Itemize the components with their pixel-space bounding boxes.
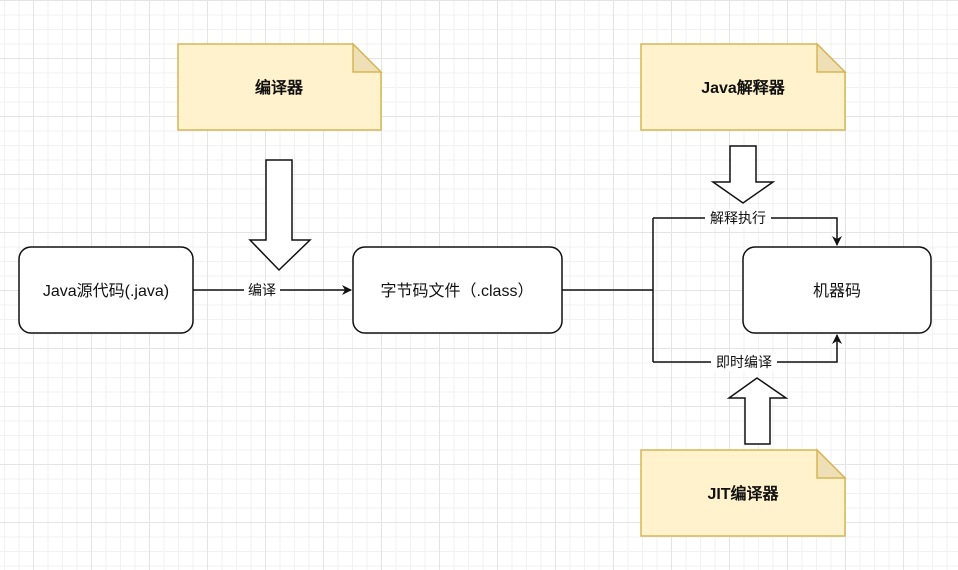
block-arrow-up-jit [726, 377, 789, 445]
note-fold [816, 448, 847, 479]
note-jit[interactable]: JIT编译器 [640, 448, 847, 537]
note-fold [816, 42, 847, 73]
node-bytecode[interactable]: 字节码文件（.class） [352, 246, 563, 334]
note-body [640, 43, 846, 131]
block-arrow-down-interpreter [710, 145, 776, 204]
note-jit-label: JIT编译器 [707, 484, 779, 503]
note-interpreter-label: Java解释器 [701, 78, 786, 97]
edge-jit-compile[interactable]: 即时编译 [653, 334, 842, 371]
node-box [742, 246, 932, 334]
block-arrow-down-compiler [248, 159, 312, 272]
edge-label-bg [244, 281, 280, 299]
note-interpreter[interactable]: Java解释器 [640, 42, 847, 131]
edge-compile-label: 编译 [248, 282, 276, 298]
note-body [177, 43, 382, 131]
note-fold [352, 42, 383, 73]
node-java-source-label: Java源代码(.java) [43, 282, 169, 300]
note-compiler[interactable]: 编译器 [177, 42, 383, 131]
note-body [640, 449, 846, 537]
node-machine-code[interactable]: 机器码 [742, 246, 932, 334]
edge-label-bg [705, 209, 771, 227]
edge-interpret-execute[interactable]: 解释执行 [653, 209, 842, 246]
node-bytecode-label: 字节码文件（.class） [381, 282, 534, 300]
note-compiler-label: 编译器 [255, 78, 304, 97]
edge-interpret-execute-label: 解释执行 [710, 210, 766, 226]
edge-label-bg [711, 353, 777, 371]
edge-jit-compile-label: 即时编译 [716, 354, 772, 370]
edge-compile[interactable]: 编译 [193, 281, 352, 299]
node-machine-code-label: 机器码 [813, 282, 861, 300]
node-java-source[interactable]: Java源代码(.java) [18, 246, 194, 334]
